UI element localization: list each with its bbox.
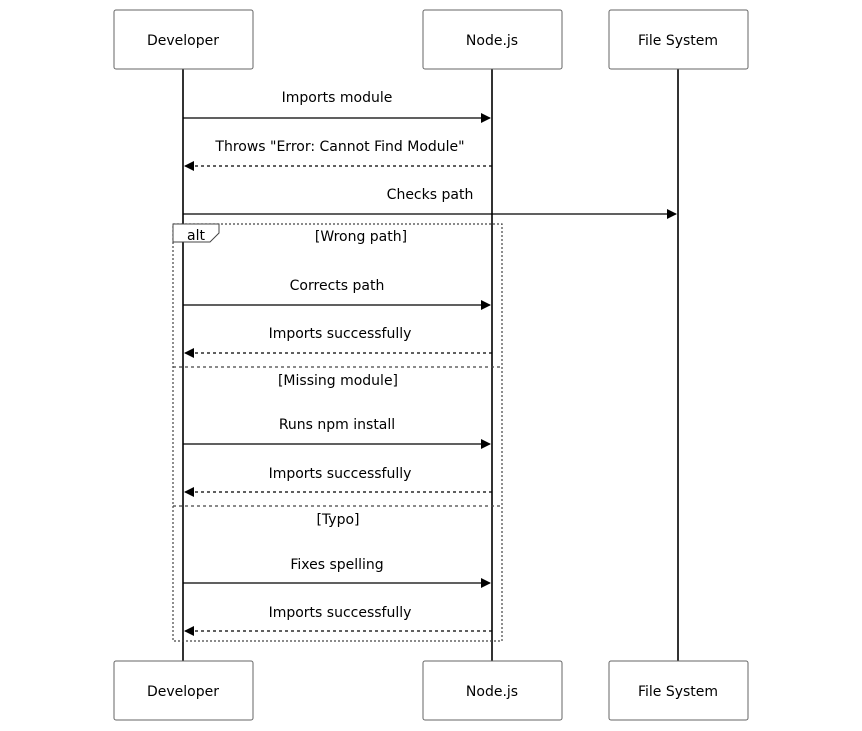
alt-frame: alt [Wrong path] [Missing module] [Typo] xyxy=(172,223,503,642)
actor-file-system-bottom: File System xyxy=(608,660,749,721)
message-runs-npm-install: Runs npm install xyxy=(183,417,491,449)
message-label: Checks path xyxy=(387,187,474,203)
message-fixes-spelling: Fixes spelling xyxy=(183,557,491,588)
message-label: Imports module xyxy=(282,90,393,106)
actor-nodejs-bottom-label: Node.js xyxy=(466,684,518,700)
message-throws-error: Throws "Error: Cannot Find Module" xyxy=(184,139,492,171)
actor-file-system-bottom-label: File System xyxy=(638,684,718,700)
alt-frame-border xyxy=(172,223,503,642)
message-corrects-path: Corrects path xyxy=(183,278,491,310)
actor-nodejs-top: Node.js xyxy=(422,9,563,70)
actor-file-system-top: File System xyxy=(608,9,749,70)
actor-developer-bottom-label: Developer xyxy=(147,684,219,700)
message-imports-module: Imports module xyxy=(183,90,491,123)
actor-developer-bottom: Developer xyxy=(113,660,254,721)
message-label: Fixes spelling xyxy=(290,557,383,573)
message-label: Runs npm install xyxy=(279,417,395,433)
message-label: Imports successfully xyxy=(269,466,412,482)
actor-nodejs-bottom: Node.js xyxy=(422,660,563,721)
actor-developer-top: Developer xyxy=(113,9,254,70)
alt-condition-missing-module: [Missing module] xyxy=(278,373,398,389)
message-label: Imports successfully xyxy=(269,605,412,621)
message-label: Imports successfully xyxy=(269,326,412,342)
actor-file-system-top-label: File System xyxy=(638,33,718,49)
actor-nodejs-top-label: Node.js xyxy=(466,33,518,49)
alt-condition-typo: [Typo] xyxy=(316,512,359,528)
alt-frame-tab xyxy=(172,223,220,243)
alt-frame-label: alt xyxy=(187,228,205,244)
message-label: Corrects path xyxy=(290,278,385,294)
message-imports-successfully-1: Imports successfully xyxy=(184,326,492,358)
message-checks-path: Checks path xyxy=(183,187,677,219)
message-imports-successfully-2: Imports successfully xyxy=(184,466,492,497)
actor-developer-top-label: Developer xyxy=(147,33,219,49)
message-label: Throws "Error: Cannot Find Module" xyxy=(214,139,464,155)
alt-condition-wrong-path: [Wrong path] xyxy=(315,229,407,245)
message-imports-successfully-3: Imports successfully xyxy=(184,605,492,636)
